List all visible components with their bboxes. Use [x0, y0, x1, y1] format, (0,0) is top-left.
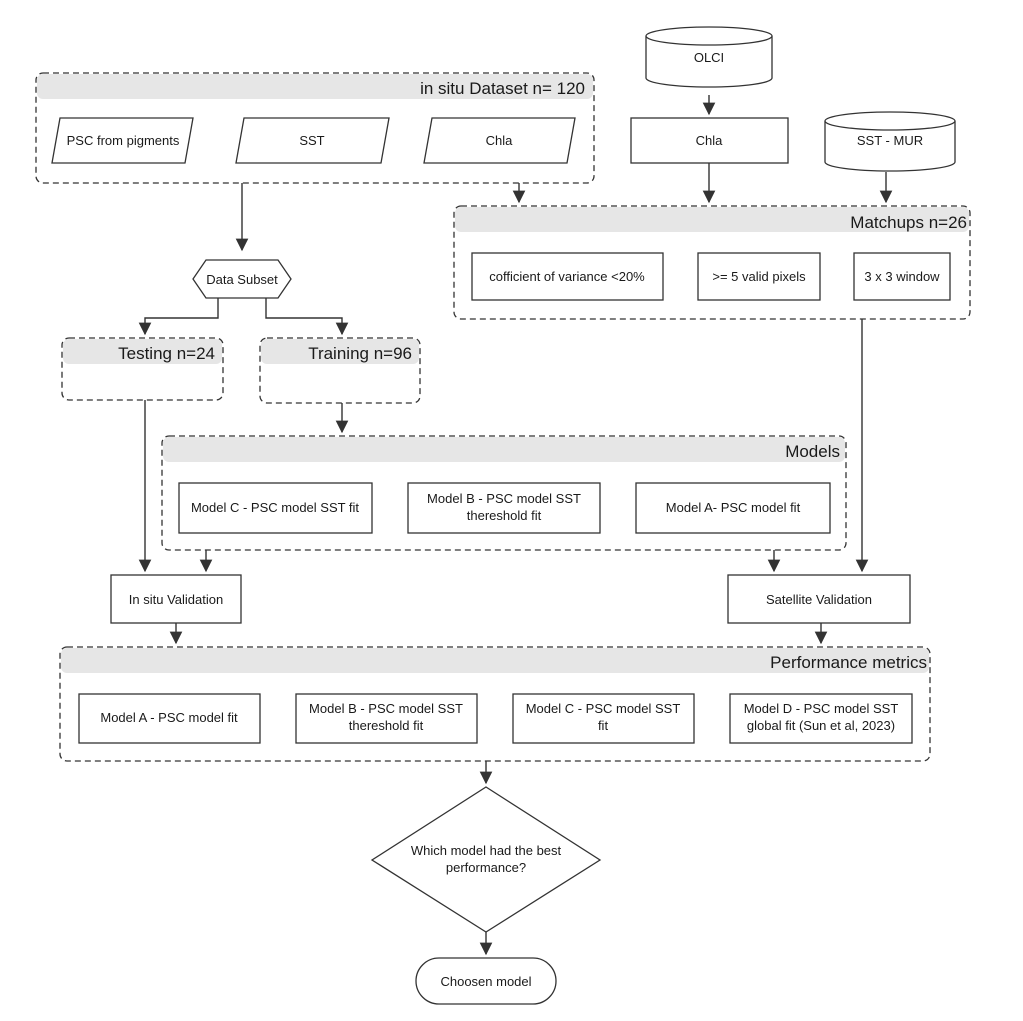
training-group: Training n=96	[259, 337, 421, 404]
model-a-node	[635, 482, 831, 534]
model-b-label-line2: thereshold fit	[467, 508, 542, 523]
data-subset-node	[192, 259, 292, 299]
pm-model-b-node	[295, 693, 478, 744]
model-c-node	[178, 482, 373, 534]
satellite-validation-node	[727, 574, 911, 624]
sst-mur-label: SST - MUR	[857, 133, 923, 148]
in-situ-chla-node	[423, 117, 576, 164]
sst-label: SST	[299, 133, 324, 148]
coefficient-of-variance-node	[471, 252, 664, 301]
connectors	[138, 95, 893, 956]
data-subset-label: Data Subset	[206, 272, 278, 287]
pm-model-a-label: Model A - PSC model fit	[100, 710, 238, 725]
sst-mur-database: SST - MUR	[824, 111, 956, 172]
model-c-label: Model C - PSC model SST fit	[191, 500, 359, 515]
valid-pixels-label: >= 5 valid pixels	[712, 269, 806, 284]
olci-label: OLCI	[694, 50, 724, 65]
in-situ-dataset-group: in situ Dataset n= 120 PSC from pigments…	[35, 72, 595, 184]
coefficient-of-variance-label: cofficient of variance <20%	[489, 269, 645, 284]
chosen-model-label: Choosen model	[440, 974, 531, 989]
training-title: Training n=96	[308, 344, 412, 363]
pm-model-d-node	[729, 693, 913, 744]
matchups-group: Matchups n=26 cofficient of variance <20…	[453, 205, 971, 320]
pm-model-c-label-line1: Model C - PSC model SST	[526, 701, 681, 716]
matchups-title: Matchups n=26	[850, 213, 967, 232]
pm-model-d-label-line1: Model D - PSC model SST	[744, 701, 899, 716]
in-situ-validation-node	[110, 574, 242, 624]
pm-model-a-node	[78, 693, 261, 744]
testing-title: Testing n=24	[118, 344, 215, 363]
decision-label-line1: Which model had the best	[411, 843, 562, 858]
pm-model-b-label-line1: Model B - PSC model SST	[309, 701, 463, 716]
models-title: Models	[785, 442, 840, 461]
arrow-subset-to-training	[265, 298, 349, 336]
olci-database: OLCI	[645, 26, 773, 88]
in-situ-chla-label: Chla	[486, 133, 514, 148]
model-b-node	[407, 482, 601, 534]
psc-from-pigments-label: PSC from pigments	[67, 133, 180, 148]
satellite-chla-label: Chla	[696, 133, 724, 148]
pm-model-b-label-line2: thereshold fit	[349, 718, 424, 733]
testing-group: Testing n=24	[61, 337, 224, 401]
in-situ-validation-label: In situ Validation	[129, 592, 223, 607]
model-b-label-line1: Model B - PSC model SST	[427, 491, 581, 506]
decision-label-line2: performance?	[446, 860, 526, 875]
in-situ-dataset-title: in situ Dataset n= 120	[420, 79, 585, 98]
performance-metrics-title: Performance metrics	[770, 653, 927, 672]
model-a-label: Model A- PSC model fit	[666, 500, 801, 515]
satellite-validation-label: Satellite Validation	[766, 592, 872, 607]
sst-node	[235, 117, 390, 164]
arrow-subset-to-testing	[138, 298, 219, 336]
window-node	[853, 252, 951, 301]
performance-metrics-group: Performance metrics Model A - PSC model …	[59, 646, 931, 762]
psc-from-pigments-node	[51, 117, 194, 164]
chosen-model-node	[415, 957, 557, 1005]
window-label: 3 x 3 window	[864, 269, 940, 284]
satellite-chla-node	[630, 117, 789, 164]
pm-model-c-node	[512, 693, 695, 744]
pm-model-d-label-line2: global fit (Sun et al, 2023)	[747, 718, 895, 733]
valid-pixels-node	[697, 252, 821, 301]
models-group: Models Model C - PSC model SST fit Model…	[161, 435, 847, 551]
pm-model-c-label-line2: fit	[598, 718, 609, 733]
